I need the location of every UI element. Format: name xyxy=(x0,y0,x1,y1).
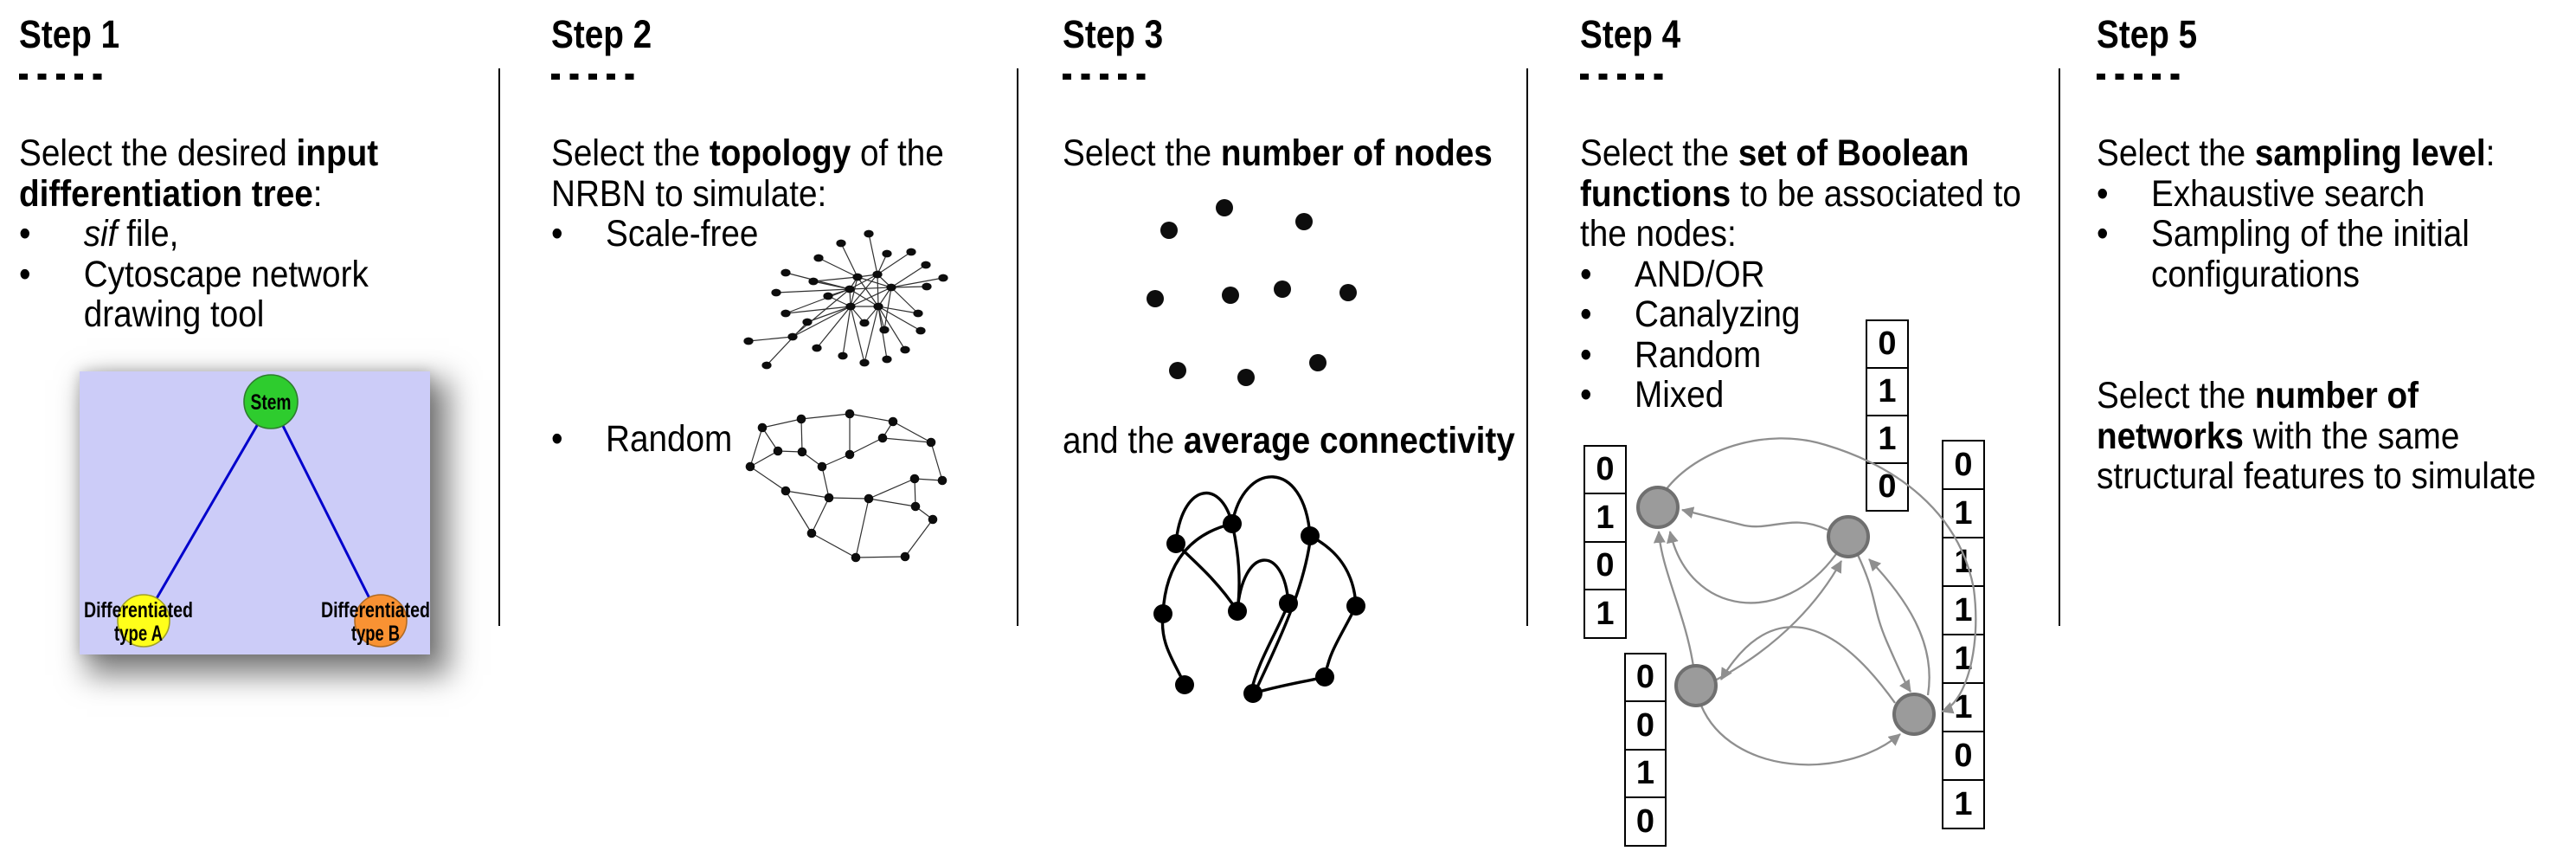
svg-text:type B: type B xyxy=(351,622,400,646)
svg-text:Stem: Stem xyxy=(251,390,292,415)
svg-text:Differentiated: Differentiated xyxy=(84,598,193,622)
svg-text:Differentiated: Differentiated xyxy=(321,598,430,622)
svg-text:type A: type A xyxy=(114,622,163,646)
